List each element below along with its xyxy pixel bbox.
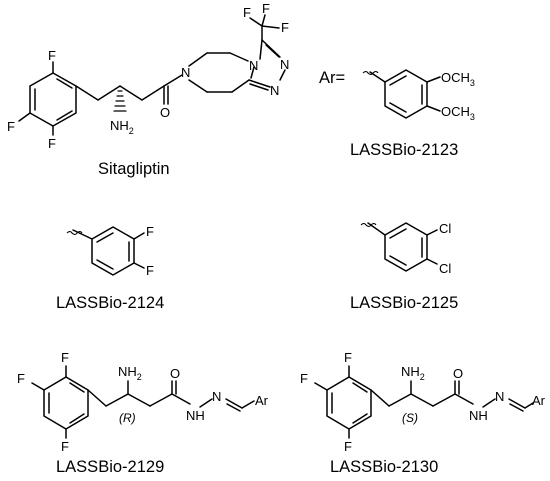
lassbio-2124-structure: F F LASSBio-2124 (56, 224, 164, 312)
sitagliptin-triazole-nitrogen-label: N (270, 83, 279, 98)
attachment-wavy-bond (360, 222, 377, 228)
sitagliptin-caption: Sitagliptin (98, 160, 170, 178)
lassbio-2130-fluorine-label: F (344, 439, 352, 454)
lassbio-2130-stereo-descriptor: (S) (402, 411, 418, 425)
sitagliptin-chain (75, 74, 183, 112)
lassbio-2125-aryl-ring (384, 222, 438, 272)
lassbio-2130-phenyl-ring (314, 365, 372, 439)
lassbio-2124-fluorine-label: F (146, 224, 154, 239)
lassbio-2130-amine-label: NH2 (401, 364, 425, 382)
sitagliptin-cf3-group (249, 14, 280, 41)
lassbio-2129-fluorine-label: F (61, 350, 69, 365)
lassbio-2130-aryl-label: Ar (532, 393, 546, 408)
lassbio-2130-caption: LASSBio-2130 (330, 458, 438, 476)
sitagliptin-piperazine-ring (188, 52, 250, 93)
lassbio-2130-fluorine-label: F (300, 371, 308, 386)
lassbio-2129-chain (87, 380, 255, 412)
lassbio-2123-aryl-ring (384, 69, 441, 119)
lassbio-2129-structure: F F F NH2 (R) O NH N Ar LASSBio-2129 (17, 350, 269, 476)
lassbio-2129-fluorine-label: F (17, 371, 25, 386)
lassbio-2130-carbonyl-oxygen-label: O (453, 366, 463, 381)
lassbio-2124-aryl-ring (91, 226, 145, 276)
sitagliptin-triazole-nitrogen-label: N (249, 58, 258, 73)
methoxy-group-label: OCH3 (441, 70, 475, 88)
lassbio-2129-carbonyl-oxygen-label: O (170, 366, 180, 381)
methoxy-group-label: OCH3 (441, 104, 475, 122)
lassbio-2124-caption: LASSBio-2124 (56, 294, 164, 312)
sitagliptin-ring-nitrogen-label: N (181, 65, 190, 80)
sitagliptin-cf3-fluorine-label: F (281, 20, 289, 35)
lassbio-2130-hydrazide-nh-label: NH (469, 408, 488, 423)
sitagliptin-structure: F F F NH2 O N (7, 1, 289, 178)
lassbio-2129-phenyl-ring (31, 365, 89, 439)
sitagliptin-triazole-ring (248, 39, 286, 91)
lassbio-2129-imine-nitrogen-label: N (212, 389, 221, 404)
lassbio-2130-chain (370, 380, 534, 412)
lassbio-2125-chlorine-label: Cl (439, 261, 451, 276)
lassbio-2123-caption: LASSBio-2123 (350, 141, 458, 159)
sitagliptin-fluorine-label: F (48, 48, 56, 63)
sitagliptin-fluorine-label: F (48, 136, 56, 151)
lassbio-2124-fluorine-label: F (146, 263, 154, 278)
sitagliptin-phenyl-ring (18, 61, 77, 136)
sitagliptin-cf3-fluorine-label: F (262, 1, 270, 16)
lassbio-2125-chlorine-label: Cl (439, 221, 451, 236)
lassbio-2129-hydrazide-nh-label: NH (186, 408, 205, 423)
lassbio-2129-stereo-descriptor: (R) (119, 411, 136, 425)
lassbio-2123-structure: Ar= OCH3 OCH3 LASSBio-2123 (319, 69, 475, 159)
ar-definition-label: Ar= (319, 69, 345, 87)
lassbio-2129-aryl-label: Ar (255, 393, 269, 408)
lassbio-2130-structure: F F F NH2 (S) O NH N Ar LASSBio-2130 (300, 350, 546, 476)
sitagliptin-triazole-nitrogen-label: N (280, 57, 289, 72)
sitagliptin-amine-label: NH2 (110, 118, 134, 136)
lassbio-2129-caption: LASSBio-2129 (56, 458, 164, 476)
sitagliptin-cf3-fluorine-label: F (243, 5, 251, 20)
lassbio-2125-caption: LASSBio-2125 (350, 294, 458, 312)
lassbio-2129-fluorine-label: F (61, 439, 69, 454)
lassbio-2129-amine-label: NH2 (118, 364, 142, 382)
attachment-wavy-bond (66, 230, 83, 236)
lassbio-2130-fluorine-label: F (344, 350, 352, 365)
attachment-wavy-bond (362, 70, 379, 76)
lassbio-2125-structure: Cl Cl LASSBio-2125 (350, 221, 458, 312)
sitagliptin-fluorine-label: F (7, 119, 15, 134)
sitagliptin-carbonyl-oxygen-label: O (160, 105, 170, 120)
lassbio-2130-imine-nitrogen-label: N (495, 389, 504, 404)
